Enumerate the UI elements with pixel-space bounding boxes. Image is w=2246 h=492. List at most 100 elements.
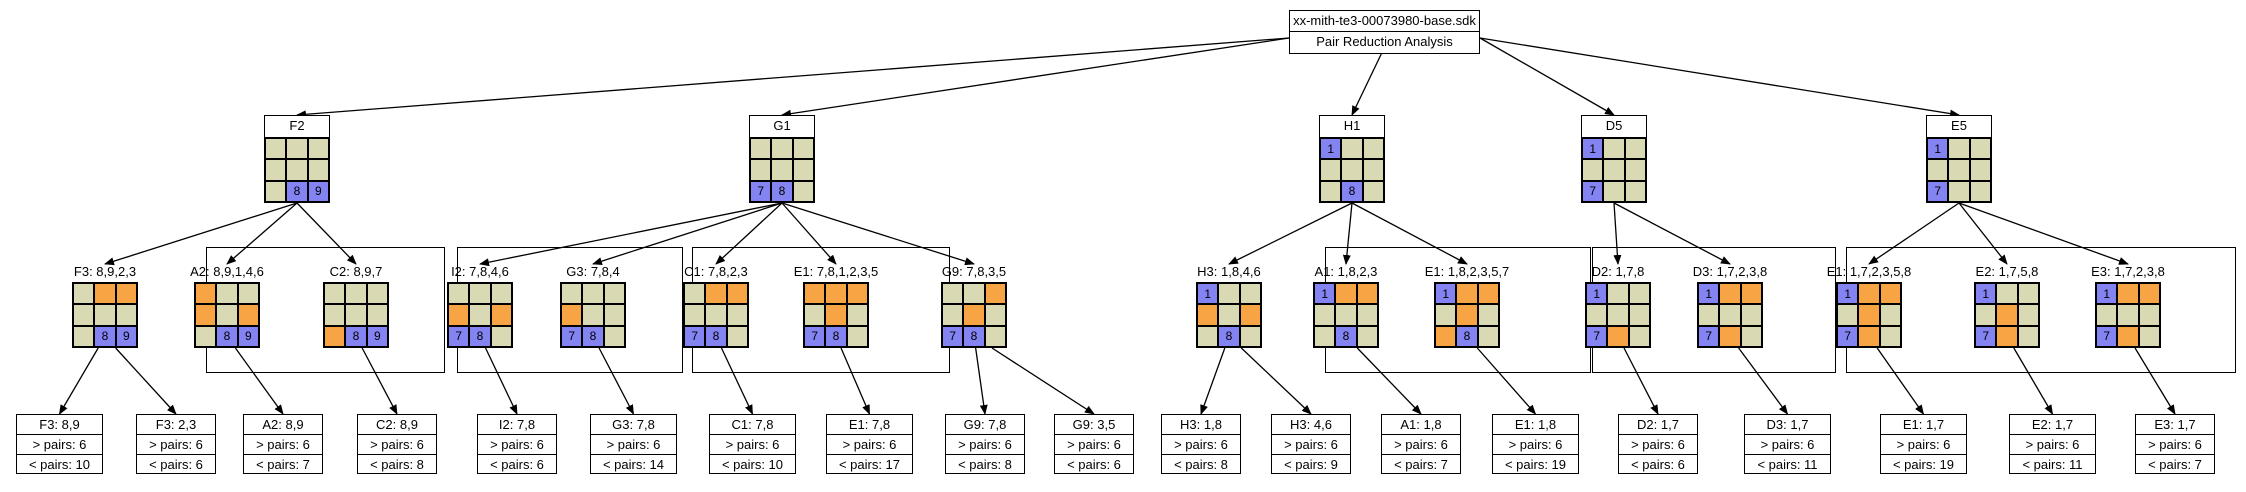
edge-e5-e2 <box>1958 202 2008 265</box>
grid-cell <box>265 180 287 202</box>
leaf-title: G9: 7,8 <box>963 417 1007 432</box>
edge-h1-e1h <box>1351 202 1468 265</box>
grid-cell <box>1218 304 1240 326</box>
leaf-lt: < pairs: 6 <box>478 454 556 474</box>
leaf-node-l8: E1: 7,8> pairs: 6< pairs: 17 <box>826 414 913 474</box>
leaf-lt: < pairs: 7 <box>244 454 322 474</box>
leaf-lt: < pairs: 8 <box>946 454 1024 474</box>
grid-cell <box>792 159 814 181</box>
grid-cell: 7 <box>2096 325 2118 347</box>
leaf-node-l2: F3: 2,3> pairs: 6< pairs: 6 <box>136 414 216 474</box>
edge-f2-f3 <box>104 202 298 266</box>
edge-f3-l1 <box>58 347 99 415</box>
edge-e1g-l8 <box>840 347 871 415</box>
grid-cell <box>582 304 604 326</box>
grid-cell: 9 <box>115 325 137 347</box>
grid-cell <box>1603 138 1625 160</box>
leaf-gt: > pairs: 6 <box>591 434 676 454</box>
grid-cell <box>1607 304 1629 326</box>
grid-cell <box>1607 283 1629 305</box>
leaf-gt: > pairs: 6 <box>1272 434 1350 454</box>
leaf-gt: > pairs: 6 <box>1881 434 1966 454</box>
grid-cell <box>1435 325 1457 347</box>
grid-cell <box>73 283 95 305</box>
grid-cell: 8 <box>94 325 116 347</box>
node-label-f2: F2 <box>264 115 330 137</box>
grid-cell <box>1969 180 1991 202</box>
grid-cell <box>1197 325 1219 347</box>
grid-cell: 7 <box>1975 325 1997 347</box>
grid-cell: 7 <box>1586 325 1608 347</box>
leaf-lt: < pairs: 17 <box>827 454 912 474</box>
grid-cell: 8 <box>825 325 847 347</box>
edge-g3-l6 <box>598 347 635 415</box>
grid-cell <box>1603 180 1625 202</box>
leaf-node-l17: E1: 1,7> pairs: 6< pairs: 19 <box>1880 414 1967 474</box>
grid-cell <box>963 283 985 305</box>
grid-cell <box>490 304 512 326</box>
leaf-title: E3: 1,7 <box>2154 417 2196 432</box>
leaf-node-l3: A2: 8,9> pairs: 6< pairs: 7 <box>243 414 323 474</box>
grid-cell: 8 <box>1341 180 1363 202</box>
grid-cell <box>2017 283 2039 305</box>
grid-cell <box>1341 138 1363 160</box>
grid-cell <box>1740 325 1762 347</box>
grid-cell <box>366 304 388 326</box>
grid-cell <box>1858 325 1880 347</box>
node-label-a1: A1: 1,8,2,3 <box>1314 264 1378 279</box>
grid-cell <box>561 283 583 305</box>
grid-cell <box>1740 283 1762 305</box>
leaf-gt: > pairs: 6 <box>827 434 912 454</box>
grid-cell <box>1628 304 1650 326</box>
leaf-lt: < pairs: 19 <box>1881 454 1966 474</box>
leaf-title: G9: 3,5 <box>1072 417 1116 432</box>
edge-g9-l10 <box>991 347 1095 415</box>
grid-cell <box>1858 283 1880 305</box>
edge-g1-g9 <box>781 202 975 266</box>
grid-cell <box>1356 325 1378 347</box>
grid-cell <box>216 304 238 326</box>
grid-cell: 8 <box>216 325 238 347</box>
grid-cell: 1 <box>1698 283 1720 305</box>
edge-e5-e3 <box>1958 202 2129 265</box>
grid-cell <box>265 159 287 181</box>
grid-cell <box>846 283 868 305</box>
edge-root-d5 <box>1479 37 1615 116</box>
grid-cell: 9 <box>307 180 329 202</box>
grid-cell <box>705 304 727 326</box>
grid-cell <box>2138 304 2160 326</box>
grid-cell <box>490 325 512 347</box>
edge-d2-l15 <box>1623 347 1659 415</box>
grid-cell <box>1362 159 1384 181</box>
grid-cell <box>366 283 388 305</box>
node-label-g3: G3: 7,8,4 <box>566 264 620 279</box>
grid-cell <box>1320 180 1342 202</box>
leaf-lt: < pairs: 6 <box>1055 454 1133 474</box>
grid-cell: 8 <box>1456 325 1478 347</box>
leaf-gt: > pairs: 6 <box>137 434 215 454</box>
node-label-e1e: E1: 1,7,2,3,5,8 <box>1826 264 1912 279</box>
leaf-node-l7: C1: 7,8> pairs: 6< pairs: 10 <box>709 414 796 474</box>
grid-cell: 1 <box>1435 283 1457 305</box>
edge-root-g1 <box>781 37 1290 118</box>
grid-cell <box>1624 138 1646 160</box>
node-label-h3: H3: 1,8,4,6 <box>1197 264 1261 279</box>
leaf-title: H3: 1,8 <box>1180 417 1222 432</box>
node-label-e3: E3: 1,7,2,3,8 <box>2091 264 2165 279</box>
grid-cell <box>1948 138 1970 160</box>
leaf-node-l10: G9: 3,5> pairs: 6< pairs: 6 <box>1054 414 1134 474</box>
grid-cell <box>1456 304 1478 326</box>
grid-cell: 7 <box>804 325 826 347</box>
grid-cell <box>1969 138 1991 160</box>
grid-cell: 1 <box>1837 283 1859 305</box>
grid-cell <box>825 283 847 305</box>
grid-cell: 7 <box>561 325 583 347</box>
